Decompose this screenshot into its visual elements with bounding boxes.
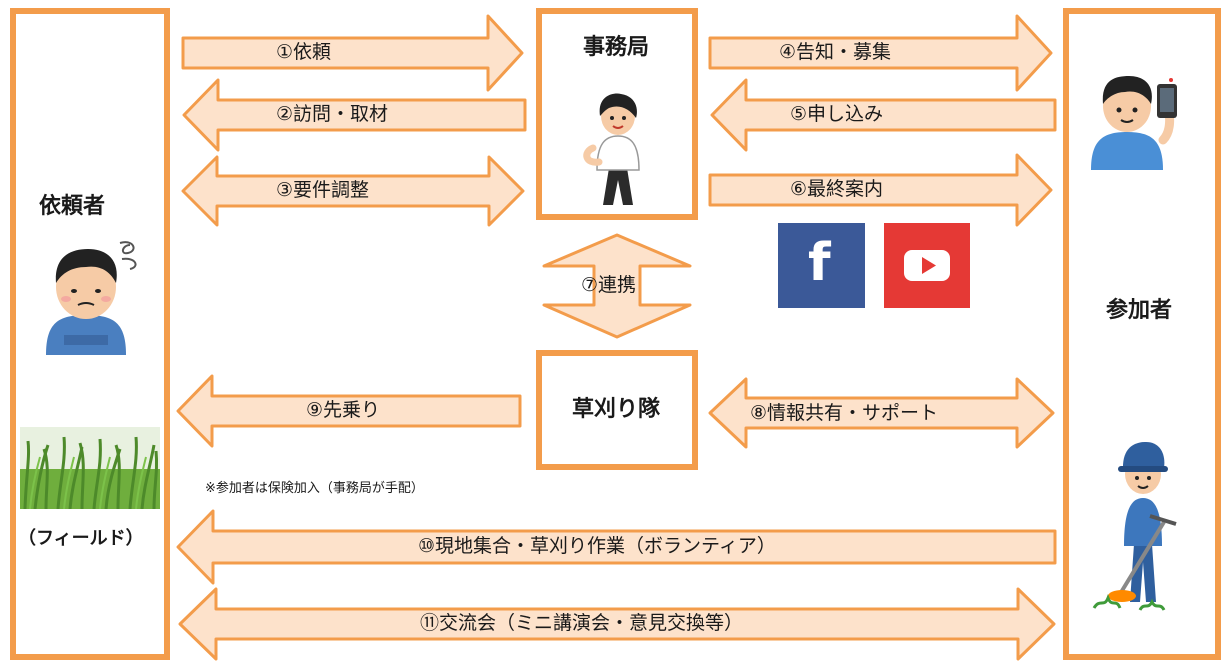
arrow-step1 [181,14,524,92]
secretariat-title: 事務局 [583,35,650,60]
requester-title: 依頼者 [39,194,106,219]
grass-field-icon [20,427,160,509]
participant-mower-icon [1092,442,1177,611]
arrow-step8 [708,377,1055,449]
step3-label: ③要件調整 [276,179,370,201]
youtube-play-icon [904,250,950,281]
arrow-step2 [182,78,527,152]
insurance-note: ※参加者は保険加入（事務局が手配） [205,481,424,496]
step11-label: ⑪交流会（ミニ講演会・意見交換等） [420,612,744,634]
step7-label: ⑦連携 [581,274,637,296]
arrow-step7 [542,233,692,339]
step5-label: ⑤申し込み [790,103,884,125]
step1-label: ①依頼 [276,41,332,63]
arrow-step6 [708,153,1053,227]
step8-label: ⑧情報共有・サポート [750,402,939,424]
participants-title: 参加者 [1106,298,1173,323]
arrow-step9 [176,374,522,448]
participant-phone-icon [1091,76,1177,170]
requester-figure-icon [46,241,137,355]
step10-label: ⑩現地集合・草刈り作業（ボランティア） [418,535,776,557]
arrow-step4 [708,14,1053,92]
step9-label: ⑨先乗り [306,399,381,421]
step2-label: ②訪問・取材 [276,103,389,125]
field-label: （フィールド） [18,528,144,549]
staff-figure-icon [583,93,640,205]
arrow-step3 [181,155,525,227]
mowing-team-box [536,350,698,470]
facebook-icon: f [778,223,865,308]
step6-label: ⑥最終案内 [790,178,884,200]
arrow-step11 [178,587,1056,661]
arrow-step10 [176,509,1057,585]
step4-label: ④告知・募集 [779,41,892,63]
facebook-letter: f [808,233,831,293]
youtube-icon [884,223,970,308]
mowing-team-title: 草刈り隊 [572,397,661,422]
arrow-step5 [710,78,1057,152]
